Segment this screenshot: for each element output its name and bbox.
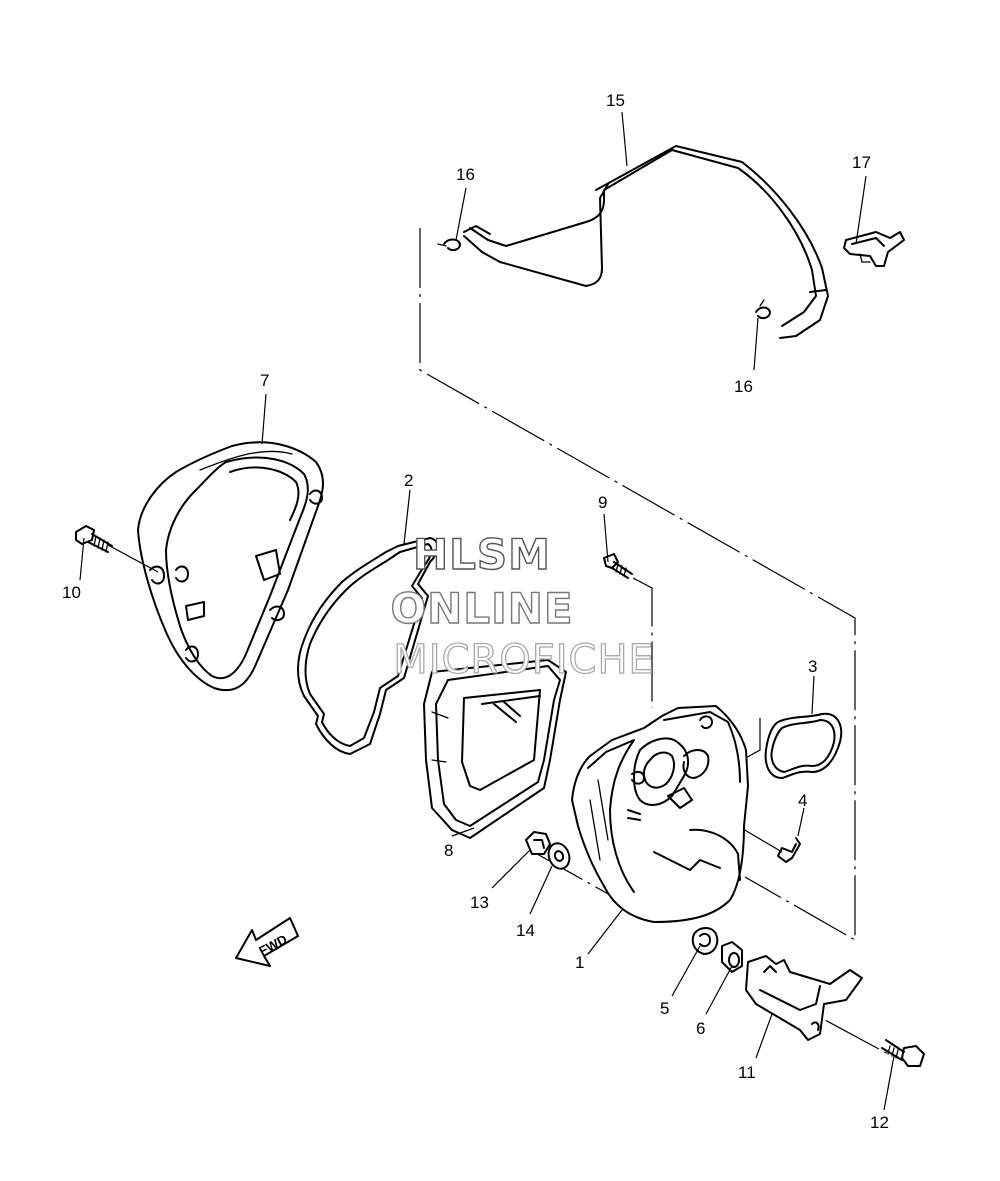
callout-1: 1 [575,953,584,972]
breather-hose-15 [463,145,829,339]
callout-12: 12 [870,1113,889,1132]
callout-13: 13 [470,893,489,912]
collar-6 [721,941,743,973]
bolt-12 [881,1039,925,1067]
assembly-guide-line [632,577,653,708]
watermark-line-2: ONLINE [390,583,574,633]
callout-labels: 1 2 3 4 5 6 7 8 9 10 11 12 13 14 15 16 1… [62,91,889,1132]
callout-10: 10 [62,583,81,602]
gasket-2 [297,537,439,755]
watermark-line-3: MICROFICHE [393,636,655,683]
element-8 [423,659,567,839]
callout-2: 2 [404,471,413,490]
callout-15: 15 [606,91,625,110]
callout-11: 11 [738,1063,756,1082]
callout-7: 7 [260,371,269,390]
callout-6: 6 [696,1019,705,1038]
callout-4: 4 [798,791,807,810]
air-cleaner-cap-7 [137,441,324,692]
o-ring-3 [764,712,843,779]
callout-17: 17 [852,153,871,172]
callout-14: 14 [516,921,535,940]
callout-8: 8 [444,841,453,860]
assembly-guide-line [107,544,159,573]
screw-10 [75,525,113,553]
assembly-guide-line [529,849,611,896]
callout-5: 5 [660,999,669,1018]
assembly-frame-line [419,228,856,942]
callout-16a: 16 [456,165,475,184]
hose-clip-16a [437,238,461,252]
grommet-5 [691,927,719,955]
watermark-line-1: HLSM [412,529,551,579]
callout-9: 9 [598,493,607,512]
assembly-guide-line [737,825,783,853]
bracket-11 [745,955,863,1041]
callout-3: 3 [808,657,817,676]
hose-holder-17 [843,231,905,267]
assembly-guide-line [741,718,761,761]
screw-9 [603,553,633,579]
washer-14 [547,842,571,870]
hose-clip-16b [755,299,771,320]
clip-4 [777,837,801,863]
air-cleaner-case-1 [571,705,749,923]
fwd-arrow-icon: FWD [235,917,299,967]
leader-lines [79,111,895,1111]
nut-13 [525,831,551,855]
callout-16b: 16 [734,377,753,396]
